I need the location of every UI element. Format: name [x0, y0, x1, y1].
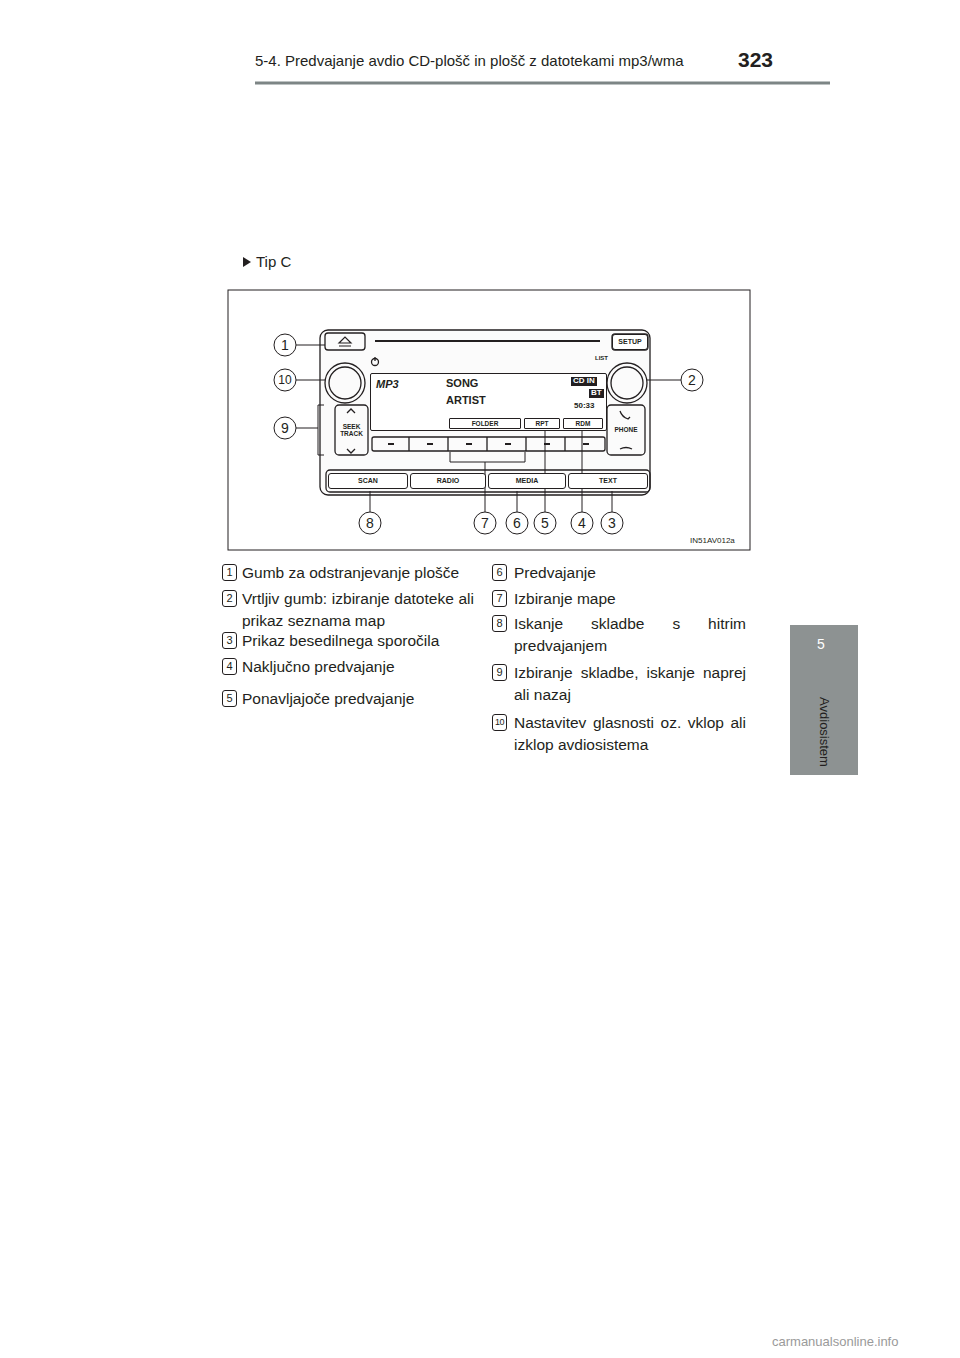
bt-indicator: BT [589, 389, 604, 398]
item-description: Gumb za odstranjevanje plošče [242, 562, 474, 584]
item-description: Predvajanje [514, 562, 746, 584]
song-title: SONG [446, 377, 478, 389]
callout-number: 8 [359, 512, 381, 534]
item-number: 1 [222, 564, 237, 581]
callout-number: 1 [274, 334, 296, 356]
item-description: Nastavitev glasnosti oz. vklop ali izklo… [514, 712, 746, 755]
page-number: 323 [738, 47, 773, 73]
callout-number: 3 [601, 512, 623, 534]
chapter-name: Avdiosistem [816, 697, 832, 767]
button-label: SCAN [358, 477, 378, 485]
callout-number: 7 [474, 512, 496, 534]
leader-lines [296, 345, 681, 512]
item-number: 8 [492, 615, 507, 632]
callout-number: 6 [506, 512, 528, 534]
item-description: Izbiranje skladbe, iskanje naprej ali na… [514, 662, 746, 705]
item-description: Iskanje skladbe s hitrim predvajanjem [514, 613, 746, 656]
cd-in-indicator: CD IN [571, 377, 597, 386]
item-number: 2 [222, 590, 237, 607]
callout-circles [274, 334, 703, 534]
text-button: TEXT [568, 473, 648, 489]
bullet-triangle [243, 257, 251, 267]
repeat-button: RPT [524, 418, 560, 429]
callout-number: 9 [274, 417, 296, 439]
callout-number: 2 [681, 369, 703, 391]
callout-number: 10 [274, 369, 296, 391]
item-number: 9 [492, 664, 507, 681]
item-number: 3 [222, 632, 237, 649]
item-description: Prikaz besedilnega sporočila [242, 630, 474, 652]
format-indicator: MP3 [376, 378, 399, 390]
button-label: SETUP [618, 338, 641, 346]
button-label: FOLDER [472, 420, 499, 427]
setup-button: SETUP [612, 334, 648, 350]
time-display: 50:33 [574, 402, 594, 411]
chapter-tab [790, 625, 858, 775]
illustration-frame [228, 290, 750, 550]
radio-button: RADIO [410, 473, 486, 489]
button-label: MEDIA [516, 477, 539, 485]
list-button-label: LIST [595, 355, 608, 363]
figure-code: IN51AV012a [690, 536, 735, 546]
callout-number: 5 [534, 512, 556, 534]
button-label: SEEK TRACK [338, 423, 366, 437]
item-number: 10 [492, 714, 507, 731]
item-description: Naključno predvajanje [242, 656, 474, 678]
item-number: 5 [222, 690, 237, 707]
item-number: 4 [222, 658, 237, 675]
item-number: 7 [492, 590, 507, 607]
scan-button: SCAN [328, 473, 408, 489]
seek-track-button: SEEK TRACK [335, 405, 368, 455]
watermark: carmanualsonline.info [772, 1334, 898, 1350]
button-label: RADIO [437, 477, 460, 485]
display-panel: MP3 SONG ARTIST CD IN BT 50:33FOLDER RPT RDM [370, 373, 607, 431]
chapter-number: 5 [817, 636, 825, 654]
section-header: 5-4. Predvajanje avdio CD-plošč in plošč… [255, 52, 684, 71]
item-description: Izbiranje mape [514, 588, 746, 610]
button-label: RPT [536, 420, 549, 427]
random-button: RDM [563, 418, 603, 429]
item-description: Ponavljajoče predvajanje [242, 688, 474, 710]
button-label: TEXT [599, 477, 617, 485]
variant-heading: Tip C [256, 253, 291, 272]
button-label: RDM [576, 420, 591, 427]
item-number: 6 [492, 564, 507, 581]
folder-button: FOLDER [449, 418, 521, 429]
phone-button: PHONE [607, 405, 645, 455]
artist-name: ARTIST [446, 394, 486, 406]
header-rule [255, 82, 830, 85]
callout-number: 4 [571, 512, 593, 534]
button-label: PHONE [614, 426, 637, 433]
media-button: MEDIA [488, 473, 566, 489]
item-description: Vrtljiv gumb: izbiranje datoteke ali pri… [242, 588, 474, 631]
